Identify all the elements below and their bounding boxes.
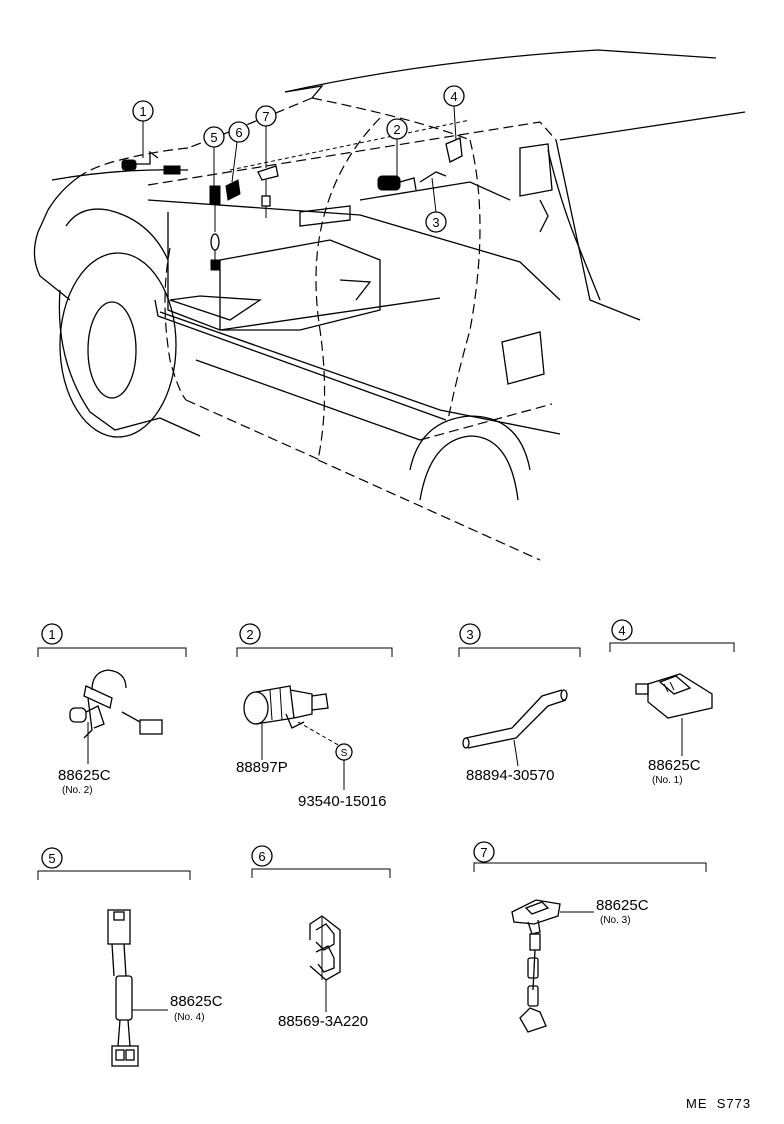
detail-4-switch-drawing: [635, 673, 713, 756]
detail-1-part-sub: (No. 2): [62, 785, 93, 796]
callout-6-label: 6: [235, 125, 242, 140]
overview-clamp-6: [225, 179, 241, 201]
callout-7: 7: [255, 105, 277, 127]
overview-switch-4: [445, 137, 463, 163]
detail-4: 4 88625C (No. 1): [609, 619, 735, 786]
detail-7-part-sub: (No. 3): [600, 915, 631, 926]
detail-5-part-number: 88625C: [170, 993, 223, 1010]
callout-2-label: 2: [393, 122, 400, 137]
detail-7: 7 88625C (No. 3): [473, 841, 707, 1033]
detail-5-harness-drawing: [107, 909, 168, 1067]
overview-switch-1: [121, 150, 181, 175]
detail-2-switch-drawing: [243, 685, 341, 760]
detail-1-switch-drawing: [69, 669, 163, 764]
detail-2-part-number-b: 93540-15016: [298, 793, 386, 810]
detail-7-part-number: 88625C: [596, 897, 649, 914]
detail-3-number: 3: [466, 627, 473, 642]
detail-6-clamp-drawing: [309, 915, 341, 1012]
callout-6: 6: [228, 121, 250, 143]
detail-7-number: 7: [480, 845, 487, 860]
detail-4-part-sub: (No. 1): [652, 775, 683, 786]
detail-1-number: 1: [48, 627, 55, 642]
detail-6-part-number: 88569-3A220: [278, 1013, 368, 1030]
detail-3-part-number: 88894-30570: [466, 767, 554, 784]
detail-2-screw-marker: S: [335, 743, 353, 790]
callout-3-label: 3: [432, 215, 439, 230]
callout-5-label: 5: [210, 130, 217, 145]
callout-4-label: 4: [450, 89, 457, 104]
detail-5-part-sub: (No. 4): [174, 1012, 205, 1023]
detail-3-hose-drawing: [462, 689, 568, 767]
detail-6-number: 6: [258, 849, 265, 864]
overview-hose-3: [419, 171, 447, 183]
callout-7-label: 7: [262, 109, 269, 124]
detail-5: 5 88625C (No. 4): [37, 847, 223, 1067]
overview-harness-5: [209, 185, 221, 271]
overview-switch-2: [377, 175, 417, 191]
callout-4: 4: [443, 85, 465, 107]
detail-5-number: 5: [48, 851, 55, 866]
detail-3: 3 88894-30570: [458, 623, 581, 784]
detail-2-part-number-a: 88897P: [236, 759, 288, 776]
callout-3: 3: [425, 211, 447, 233]
callout-1-label: 1: [139, 104, 146, 119]
callout-5: 5: [203, 126, 225, 148]
detail-2: 2 S 88897P 93540-15016: [236, 623, 393, 810]
callout-2: 2: [386, 118, 408, 140]
overview-switch-7: [257, 165, 279, 218]
callout-1: 1: [132, 100, 154, 122]
vehicle-overview-drawing: [33, 49, 746, 561]
drawing-code: ME S773: [686, 1096, 751, 1111]
detail-2-number: 2: [246, 627, 253, 642]
detail-4-number: 4: [618, 623, 625, 638]
detail-6: 6 88569-3A220: [251, 845, 391, 1030]
detail-4-part-number: 88625C: [648, 757, 701, 774]
detail-2-screw-marker-label: S: [341, 748, 348, 759]
detail-7-switch-drawing: [511, 899, 594, 1033]
detail-1-part-number: 88625C: [58, 767, 111, 784]
detail-1: 1 88625C (No. 2): [37, 623, 187, 796]
